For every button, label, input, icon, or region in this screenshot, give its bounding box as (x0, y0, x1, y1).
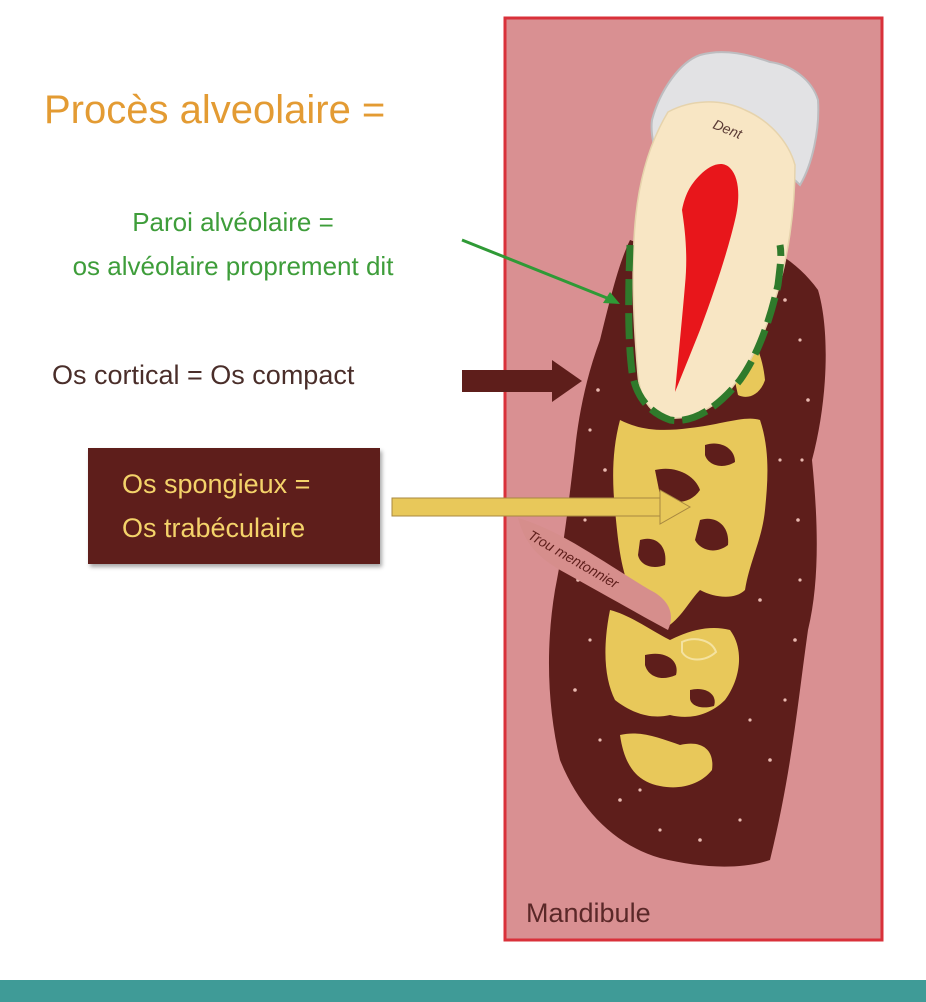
alveolar-wall-label: Paroi alvéolaire = os alvéolaire proprem… (18, 200, 448, 288)
spongy-arrow (391, 489, 692, 525)
diagram-title: Procès alveolaire = (44, 88, 386, 132)
tooth-pulp (675, 164, 739, 392)
alveolar-wall (625, 244, 785, 425)
cortical-bone-label: Os cortical = Os compact (52, 360, 355, 390)
spongy-bone-label-box: Os spongieux = Os trabéculaire (88, 448, 380, 564)
trabecular-ring (681, 638, 718, 661)
footer-bar (0, 980, 926, 1002)
spongy-bone-label-line1: Os spongieux = (122, 469, 311, 499)
alveolar-wall-arrow (461, 238, 620, 304)
cortical-arrow (462, 360, 582, 402)
mandible-label: Mandibule (526, 898, 651, 928)
trabecular-spaces (638, 443, 735, 708)
cortical-speckles (573, 298, 810, 842)
alveolar-wall-label-line1: Paroi alvéolaire = (132, 207, 334, 237)
mental-foramen (518, 518, 671, 630)
spongy-bone-label-line2: Os trabéculaire (122, 513, 306, 543)
alveolar-wall-label-line2: os alvéolaire proprement dit (72, 251, 394, 281)
